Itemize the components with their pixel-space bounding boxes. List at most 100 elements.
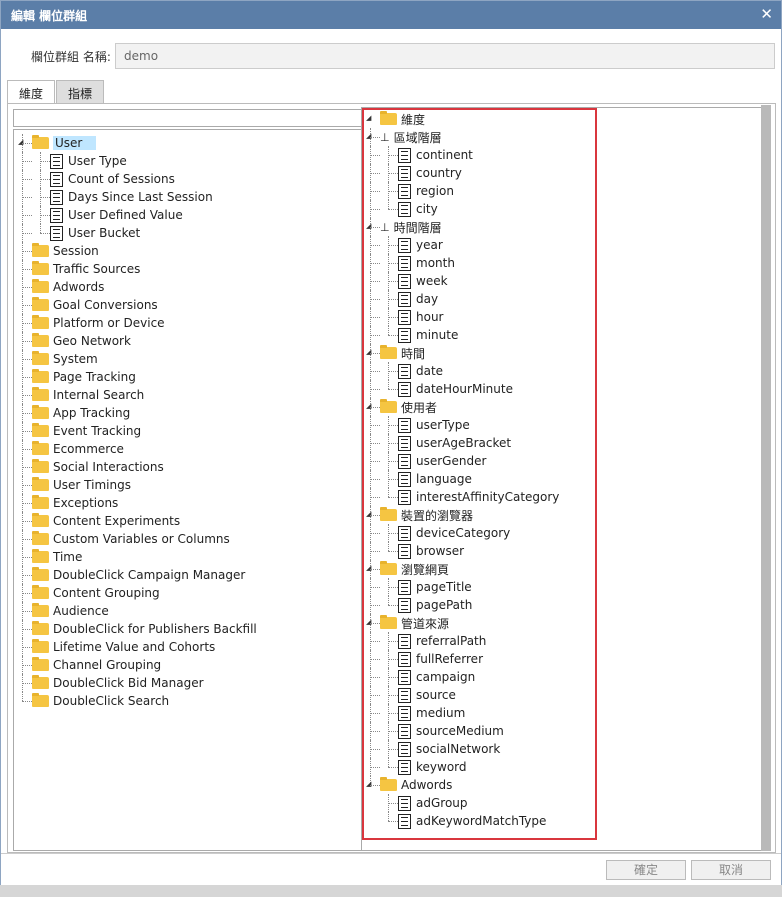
tree-leaf[interactable]: sourceMedium [362, 722, 761, 740]
tab-metrics[interactable]: 指標 [56, 80, 105, 104]
tree-node-group[interactable]: ◢Adwords [362, 776, 761, 794]
tree-leaf[interactable]: referralPath [362, 632, 761, 650]
expand-toggle-icon[interactable]: ◢ [366, 564, 372, 572]
tree-node-folder[interactable]: DoubleClick Bid Manager [14, 674, 361, 692]
expand-toggle-icon[interactable]: ◢ [366, 348, 372, 356]
expand-toggle-icon[interactable]: ◢ [366, 780, 372, 788]
tree-leaf[interactable]: minute [362, 326, 761, 344]
tree-leaf[interactable]: browser [362, 542, 761, 560]
cancel-button[interactable]: 取消 [691, 860, 771, 880]
field-icon [398, 291, 411, 307]
tree-connector [32, 152, 50, 170]
tree-leaf[interactable]: campaign [362, 668, 761, 686]
tree-node-folder[interactable]: User Timings [14, 476, 361, 494]
expand-toggle-icon[interactable]: ◢ [366, 402, 372, 410]
tree-node-folder[interactable]: System [14, 350, 361, 368]
tree-node-folder[interactable]: DoubleClick Search [14, 692, 361, 710]
tree-node-folder[interactable]: Geo Network [14, 332, 361, 350]
tree-leaf[interactable]: language [362, 470, 761, 488]
tree-node-label: continent [416, 148, 473, 162]
tree-node-group[interactable]: ◢使用者 [362, 398, 761, 416]
tree-connector [380, 794, 398, 812]
tree-leaf[interactable]: continent [362, 146, 761, 164]
tree-leaf[interactable]: source [362, 686, 761, 704]
tree-leaf[interactable]: adKeywordMatchType [362, 812, 761, 830]
tree-node-folder[interactable]: DoubleClick for Publishers Backfill [14, 620, 361, 638]
tree-leaf[interactable]: pageTitle [362, 578, 761, 596]
tree-node-group[interactable]: ◢瀏覽網頁 [362, 560, 761, 578]
tree-leaf[interactable]: city [362, 200, 761, 218]
tree-node-user[interactable]: ◢User [14, 134, 361, 152]
tree-node-folder[interactable]: Custom Variables or Columns [14, 530, 361, 548]
tree-node-group[interactable]: ◢時間 [362, 344, 761, 362]
tree-leaf[interactable]: User Bucket [14, 224, 361, 242]
tree-leaf[interactable]: Days Since Last Session [14, 188, 361, 206]
tab-bar: 維度 指標 [7, 80, 105, 104]
expand-toggle-icon[interactable]: ◢ [366, 114, 372, 122]
tree-leaf[interactable]: date [362, 362, 761, 380]
tree-node-folder[interactable]: Exceptions [14, 494, 361, 512]
tree-leaf[interactable]: userAgeBracket [362, 434, 761, 452]
tab-dimensions[interactable]: 維度 [7, 80, 56, 104]
tree-connector [14, 350, 32, 368]
tree-node-folder[interactable]: Page Tracking [14, 368, 361, 386]
tree-leaf[interactable]: socialNetwork [362, 740, 761, 758]
tree-node-folder[interactable]: Ecommerce [14, 440, 361, 458]
tree-node-root[interactable]: ◢維度 [362, 110, 761, 128]
tree-node-folder[interactable]: Goal Conversions [14, 296, 361, 314]
expand-toggle-icon[interactable]: ◢ [366, 510, 372, 518]
tree-leaf[interactable]: interestAffinityCategory [362, 488, 761, 506]
tree-node-folder[interactable]: Lifetime Value and Cohorts [14, 638, 361, 656]
tree-node-folder[interactable]: Session [14, 242, 361, 260]
tree-leaf[interactable]: fullReferrer [362, 650, 761, 668]
group-name-input[interactable] [115, 43, 775, 69]
tree-node-folder[interactable]: App Tracking [14, 404, 361, 422]
tree-node-folder[interactable]: Event Tracking [14, 422, 361, 440]
folder-icon [380, 399, 397, 413]
tree-connector [380, 200, 398, 218]
filter-input[interactable] [13, 109, 362, 127]
tree-node-folder[interactable]: DoubleClick Campaign Manager [14, 566, 361, 584]
tree-node-group[interactable]: ◢⊥時間階層 [362, 218, 761, 236]
tree-node-folder[interactable]: Traffic Sources [14, 260, 361, 278]
tree-node-folder[interactable]: Social Interactions [14, 458, 361, 476]
tree-leaf[interactable]: adGroup [362, 794, 761, 812]
tree-leaf[interactable]: dateHourMinute [362, 380, 761, 398]
tree-leaf[interactable]: month [362, 254, 761, 272]
tree-node-folder[interactable]: Content Experiments [14, 512, 361, 530]
tree-leaf[interactable]: Count of Sessions [14, 170, 361, 188]
tree-leaf[interactable]: medium [362, 704, 761, 722]
expand-toggle-icon[interactable]: ◢ [366, 618, 372, 626]
tree-leaf[interactable]: week [362, 272, 761, 290]
tree-node-folder[interactable]: Content Grouping [14, 584, 361, 602]
tree-node-group[interactable]: ◢裝置的瀏覽器 [362, 506, 761, 524]
tree-node-folder[interactable]: Internal Search [14, 386, 361, 404]
tree-leaf[interactable]: userType [362, 416, 761, 434]
tree-leaf[interactable]: keyword [362, 758, 761, 776]
tree-leaf[interactable]: userGender [362, 452, 761, 470]
tree-leaf[interactable]: deviceCategory [362, 524, 761, 542]
tree-leaf[interactable]: User Type [14, 152, 361, 170]
tree-leaf[interactable]: day [362, 290, 761, 308]
tree-leaf[interactable]: User Defined Value [14, 206, 361, 224]
close-icon[interactable]: ✕ [760, 5, 773, 23]
tree-node-folder[interactable]: Audience [14, 602, 361, 620]
tree-connector [380, 686, 398, 704]
tree-node-folder[interactable]: Channel Grouping [14, 656, 361, 674]
confirm-button[interactable]: 確定 [606, 860, 686, 880]
field-icon [398, 435, 411, 451]
tree-leaf[interactable]: year [362, 236, 761, 254]
tree-node-folder[interactable]: Platform or Device [14, 314, 361, 332]
expand-toggle-icon[interactable]: ◢ [18, 138, 24, 146]
tree-node-folder[interactable]: Adwords [14, 278, 361, 296]
expand-toggle-icon[interactable]: ◢ [366, 132, 372, 140]
scrollbar[interactable] [761, 105, 771, 851]
tree-node-group[interactable]: ◢管道來源 [362, 614, 761, 632]
tree-node-folder[interactable]: Time [14, 548, 361, 566]
tree-leaf[interactable]: region [362, 182, 761, 200]
tree-leaf[interactable]: hour [362, 308, 761, 326]
tree-node-group[interactable]: ◢⊥區域階層 [362, 128, 761, 146]
tree-leaf[interactable]: pagePath [362, 596, 761, 614]
expand-toggle-icon[interactable]: ◢ [366, 222, 372, 230]
tree-leaf[interactable]: country [362, 164, 761, 182]
